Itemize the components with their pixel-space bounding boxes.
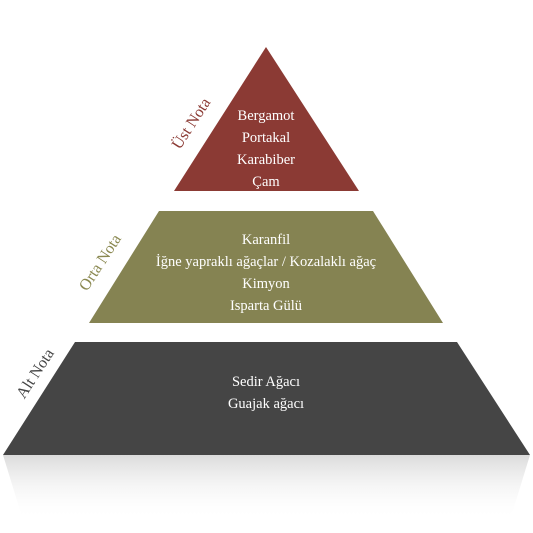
middle-tier-item: Isparta Gülü: [229, 298, 303, 314]
middle-tier-item: İğne yapraklı ağaçlar / Kozalaklı ağaç: [155, 254, 377, 270]
top-tier-item: Karabiber: [237, 152, 295, 168]
bottom-tier-items: Sedir Ağacı Guajak ağacı: [116, 371, 416, 415]
pyramid-top-tier: [174, 47, 359, 191]
middle-tier-item: Kimyon: [242, 276, 290, 292]
bottom-tier-item: Guajak ağacı: [227, 396, 305, 412]
pyramid-reflection: [3, 455, 530, 520]
pyramid-bottom-tier: [3, 342, 530, 455]
top-tier-item: Çam: [252, 174, 280, 190]
middle-tier-items: Karanfil İğne yapraklı ağaçlar / Kozalak…: [96, 229, 436, 317]
bottom-tier-item: Sedir Ağacı: [231, 374, 301, 390]
middle-tier-item: Karanfil: [241, 232, 291, 248]
top-tier-items: Bergamot Portakal Karabiber Çam: [166, 105, 366, 193]
pyramid-middle-tier: [89, 211, 443, 323]
top-tier-item: Portakal: [241, 130, 291, 146]
top-tier-item: Bergamot: [237, 108, 295, 124]
